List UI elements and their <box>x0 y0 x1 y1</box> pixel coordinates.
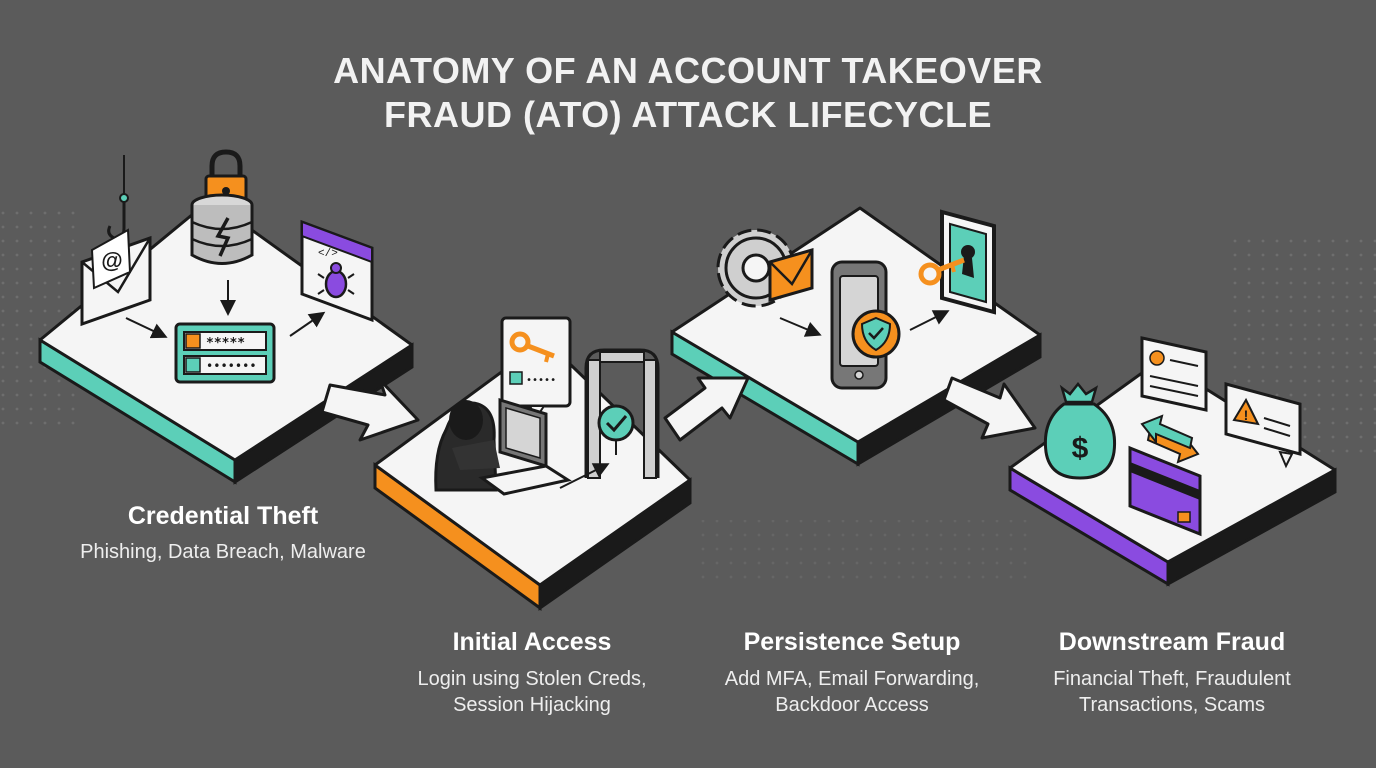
flow-arrow-3 <box>942 376 1037 440</box>
stage-desc-line: Financial Theft, Fraudulent <box>1053 668 1291 690</box>
access-flow-arrow <box>559 463 610 489</box>
stage-desc-line: Transactions, Scams <box>1079 694 1265 716</box>
stage-desc-line: Add MFA, Email Forwarding, <box>724 668 980 690</box>
stage-desc-downstream-fraud: Financial Theft, Fraudulent Transactions… <box>1022 666 1322 718</box>
bubble-password-dots: ••••• <box>526 375 556 386</box>
flow-arrow-1 <box>320 378 420 442</box>
stage-desc-line: Backdoor Access <box>775 694 929 716</box>
code-tag-text: </> <box>318 248 338 260</box>
page-title-line-2: FRAUD (ATO) ATTACK LIFECYCLE <box>384 94 992 135</box>
stage-desc-credential-theft: Phishing, Data Breach, Malware <box>63 539 383 565</box>
forwarded-email-icon <box>768 248 814 302</box>
transfer-arrows-icon <box>1140 414 1200 464</box>
phishing-email-icon: @ <box>80 228 152 327</box>
masked-password-text: ***** <box>206 336 245 351</box>
password-dots-text: ••••••• <box>206 359 257 373</box>
stage-desc-line: Phishing, Data Breach, Malware <box>80 541 366 563</box>
stage-desc-persistence-setup: Add MFA, Email Forwarding, Backdoor Acce… <box>702 666 1002 718</box>
security-gate-icon <box>584 348 660 479</box>
stage-title-downstream-fraud: Downstream Fraud <box>1058 628 1286 656</box>
money-bag-icon: $ <box>1043 381 1117 480</box>
stolen-credentials-card: ***** ••••••• <box>174 322 276 384</box>
page-title-line-1: ANATOMY OF AN ACCOUNT TAKEOVER <box>333 50 1043 91</box>
fishing-hook-icon <box>107 155 129 240</box>
dot-pattern-bottom <box>700 520 1030 580</box>
stage-title-persistence-setup: Persistence Setup <box>743 628 961 656</box>
laptop-icon <box>478 397 572 496</box>
stolen-key-bubble-icon: ••••• <box>500 316 572 420</box>
hooded-hacker-icon <box>434 400 500 492</box>
backdoor-key-icon <box>918 257 965 286</box>
stage-title-initial-access: Initial Access <box>452 628 612 656</box>
backdoor-keyhole-icon <box>940 209 996 315</box>
verified-check-icon <box>597 404 635 455</box>
persistence-flow-arrow-1 <box>779 317 822 337</box>
database-breach-icon <box>190 193 254 265</box>
email-at-symbol: @ <box>101 248 122 273</box>
credit-card-icon <box>1128 445 1202 537</box>
identity-card-icon <box>1140 336 1208 412</box>
currency-symbol: $ <box>1072 432 1089 465</box>
alert-message-icon: ! <box>1224 382 1302 469</box>
stage-desc-line: Login using Stolen Creds, <box>417 668 647 690</box>
warning-glyph: ! <box>1244 407 1249 423</box>
mfa-shield-icon <box>851 309 901 359</box>
stage-desc-initial-access: Login using Stolen Creds, Session Hijack… <box>382 666 682 718</box>
malware-browser-icon: </> <box>300 219 374 323</box>
persistence-flow-arrow-2 <box>909 310 950 331</box>
stage1-flow-arrows <box>125 280 326 339</box>
stage-desc-line: Session Hijacking <box>453 694 611 716</box>
stage-title-credential-theft: Credential Theft <box>127 502 319 530</box>
flow-arrow-2 <box>663 376 750 442</box>
